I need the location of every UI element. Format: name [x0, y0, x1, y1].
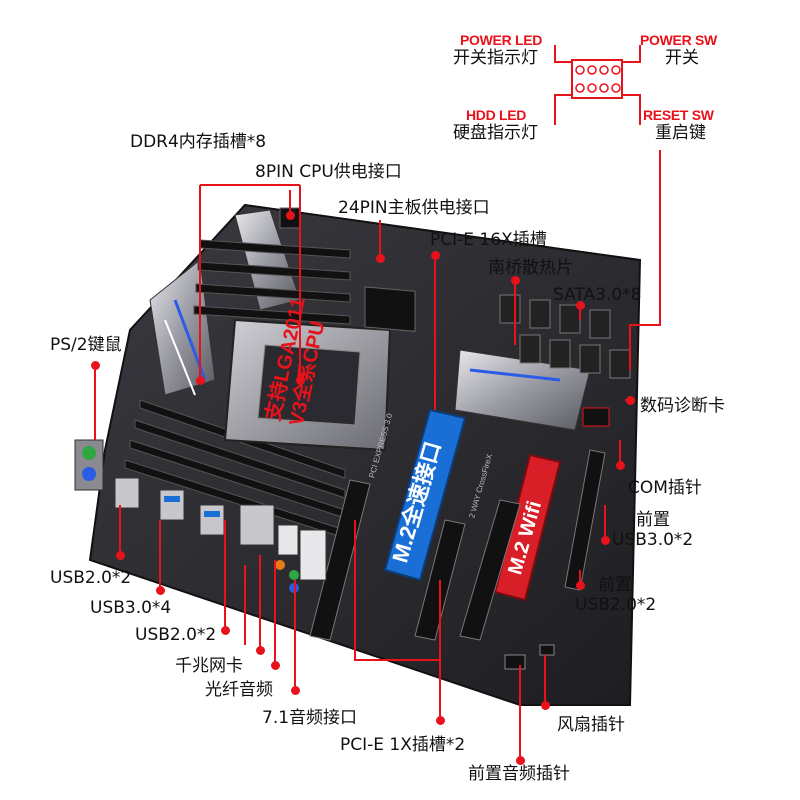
- usb3-port-a: [159, 489, 185, 521]
- pcie-slot-blue: [383, 408, 467, 582]
- sata-ports: [499, 294, 631, 379]
- marker-dot: [220, 625, 230, 635]
- reset-sw-cn-label: 重启键: [655, 123, 706, 143]
- main-power-label: 24PIN主板供电接口: [338, 198, 490, 218]
- marker-dot: [255, 645, 265, 655]
- southbridge-label: 南桥散热片: [488, 258, 573, 278]
- pcie-slot-black-3: [459, 499, 521, 641]
- usb20-a-label: USB2.0*2: [50, 568, 132, 588]
- lan-port: [239, 504, 275, 546]
- audio71-label: 7.1音频接口: [262, 708, 358, 728]
- hdd-led-en-label: HDD LED: [466, 107, 527, 123]
- marker-dot: [430, 250, 440, 260]
- hdd-led-cn-label: 硬盘指示灯: [453, 123, 538, 143]
- marker-dot: [270, 660, 280, 670]
- power-sw-en-label: POWER SW: [640, 32, 717, 48]
- usb3-port-b: [199, 504, 225, 536]
- marker-dot: [195, 375, 205, 385]
- front-audio-header: [504, 654, 526, 670]
- marker-dot: [285, 210, 295, 220]
- front-usb3-label-a: 前置: [636, 510, 670, 530]
- marker-dot: [90, 360, 100, 370]
- com-label: COM插针: [628, 478, 702, 498]
- fan-header: [539, 644, 555, 656]
- pcie16-label: PCI-E 16X插槽: [430, 230, 547, 250]
- marker-dot: [615, 460, 625, 470]
- lan-label: 千兆网卡: [175, 656, 243, 676]
- twentyfour-pin-connector: [364, 286, 416, 332]
- marker-dot: [575, 580, 585, 590]
- marker-dot: [515, 755, 525, 765]
- ddr4-label: DDR4内存插槽*8: [130, 132, 267, 152]
- optical-label: 光纤音频: [205, 680, 273, 700]
- marker-dot: [540, 700, 550, 710]
- marker-dot: [115, 550, 125, 560]
- power-sw-cn-label: 开关: [665, 48, 699, 68]
- usb30-label: USB3.0*4: [90, 598, 172, 618]
- front-usb3-label-b: USB3.0*2: [612, 530, 694, 550]
- audio-jacks: [299, 529, 327, 581]
- pcie-slot-black-4: [564, 449, 606, 591]
- debug-led-display: [582, 407, 610, 427]
- southbridge-heatsink: [454, 349, 591, 431]
- debug-card-label: 数码诊断卡: [640, 396, 725, 416]
- pcie1-label: PCI-E 1X插槽*2: [340, 735, 466, 755]
- usb2-port-a: [114, 477, 140, 509]
- power-led-en-label: POWER LED: [460, 32, 543, 48]
- optical-port: [277, 524, 299, 556]
- fan-label: 风扇插针: [557, 715, 625, 735]
- usb20-b-label: USB2.0*2: [135, 625, 217, 645]
- rear-io-panel: [74, 439, 327, 593]
- callout-lines: [94, 45, 661, 760]
- front-panel-connector-diagram: [571, 59, 623, 99]
- front-usb2-label-a: 前置: [598, 575, 632, 595]
- marker-dot: [625, 395, 635, 405]
- marker-dot: [375, 253, 385, 263]
- marker-dot: [290, 685, 300, 695]
- marker-dot: [575, 300, 585, 310]
- reset-sw-en-label: RESET SW: [643, 107, 714, 123]
- front-usb2-label-b: USB2.0*2: [575, 595, 657, 615]
- marker-dot: [600, 535, 610, 545]
- marker-dot: [435, 715, 445, 725]
- marker-dot: [155, 585, 165, 595]
- front-audio-label: 前置音频插针: [468, 764, 570, 784]
- power-led-cn-label: 开关指示灯: [453, 48, 538, 68]
- cpu-power-label: 8PIN CPU供电接口: [255, 162, 402, 182]
- marker-dot: [295, 375, 305, 385]
- ps2-label: PS/2键鼠: [50, 335, 122, 355]
- marker-dot: [510, 275, 520, 285]
- sata-label: SATA3.0*8: [553, 285, 642, 305]
